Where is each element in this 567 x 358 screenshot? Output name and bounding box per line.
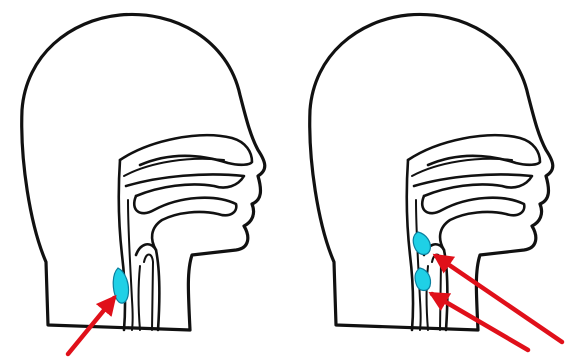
right-head-diagram bbox=[310, 14, 553, 330]
right-head-outline bbox=[310, 14, 553, 330]
left-head-diagram bbox=[22, 14, 265, 354]
left-head-outline bbox=[22, 14, 265, 330]
